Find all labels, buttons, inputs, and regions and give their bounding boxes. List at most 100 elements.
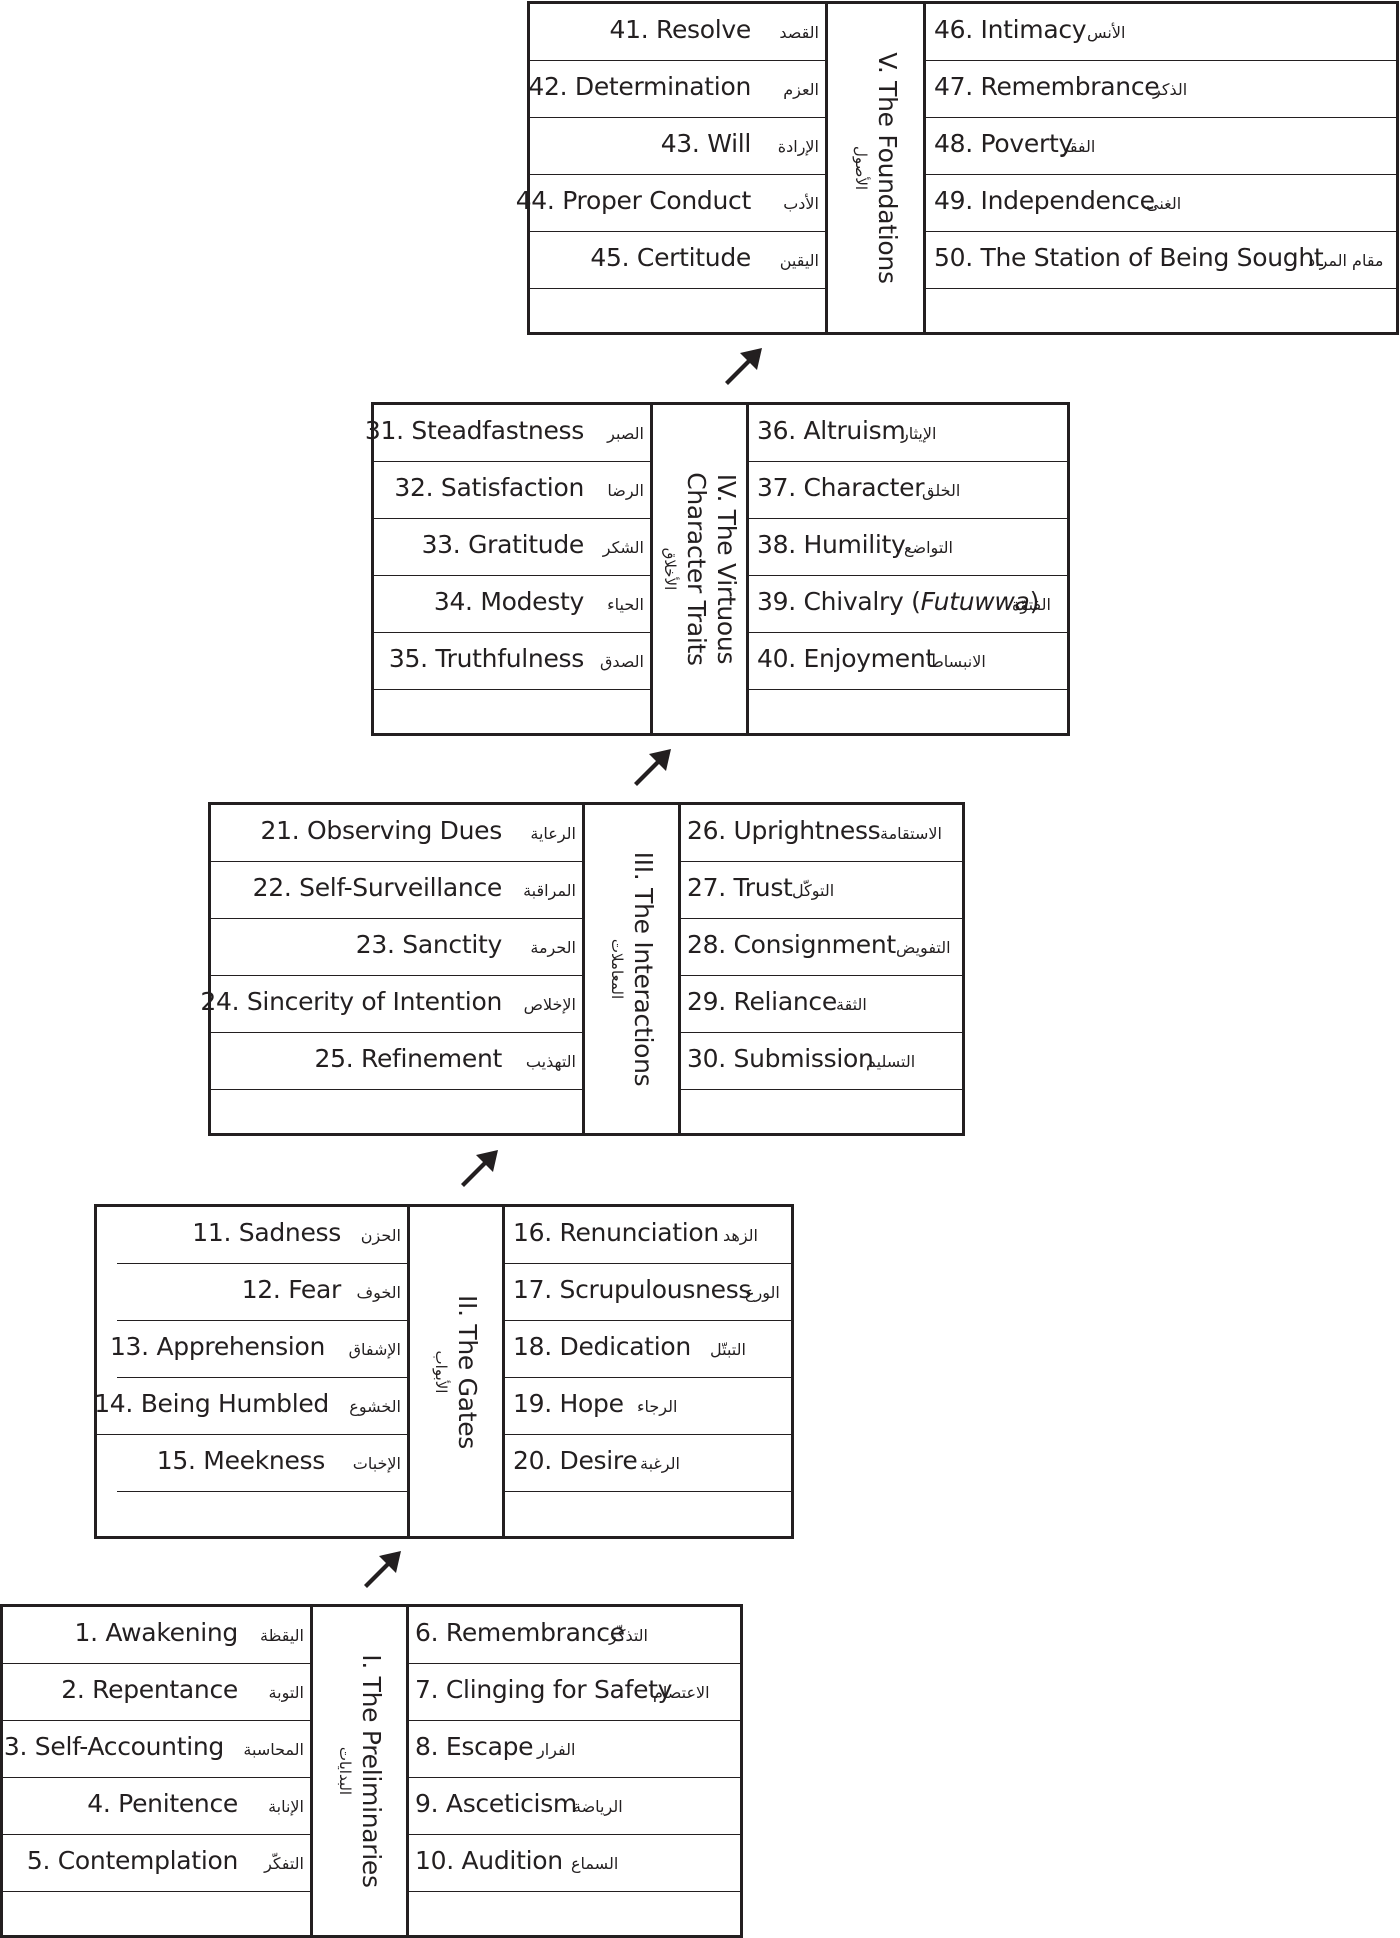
station-name: 25. Refinement bbox=[314, 1044, 503, 1073]
station-row: 45. Certitude اليقين bbox=[530, 232, 825, 289]
station-name: 37. Character bbox=[757, 473, 925, 502]
station-name-arabic: القصد bbox=[779, 23, 819, 42]
station-name: 5. Contemplation bbox=[26, 1846, 238, 1875]
station-name: 34. Modesty bbox=[433, 587, 584, 616]
station-name-arabic: الاستقامة bbox=[880, 824, 942, 843]
stage-title-column: V. The Foundations الأصول bbox=[825, 4, 926, 332]
station-name: 47. Remembrance bbox=[934, 72, 1160, 101]
station-name: 27. Trust bbox=[687, 873, 793, 902]
station-name: 23. Sanctity bbox=[355, 930, 503, 959]
station-name-arabic: التهذيب bbox=[525, 1052, 576, 1071]
station-name: 15. Meekness bbox=[156, 1446, 326, 1475]
station-name: 36. Altruism bbox=[757, 416, 906, 445]
station-name-arabic: الفتوّة bbox=[1012, 595, 1051, 614]
station-name: 4. Penitence bbox=[87, 1789, 238, 1818]
arrow-up-right-icon bbox=[725, 348, 762, 385]
station-name: 16. Renunciation bbox=[513, 1218, 719, 1247]
station-row: 22. Self-Surveillance المراقبة bbox=[211, 862, 582, 919]
station-row: 23. Sanctity الحرمة bbox=[211, 919, 582, 976]
station-name-arabic: التواضع bbox=[904, 538, 953, 557]
station-name: 3. Self-Accounting bbox=[3, 1732, 224, 1761]
station-name-arabic: الإخلاص bbox=[523, 995, 576, 1014]
station-name: 45. Certitude bbox=[590, 243, 751, 272]
stage-title: III. The Interactions bbox=[628, 851, 658, 1087]
station-name-arabic: الصدق bbox=[599, 652, 644, 671]
station-name: 11. Sadness bbox=[192, 1218, 341, 1247]
station-name: 24. Sincerity of Intention bbox=[200, 987, 502, 1016]
station-row: 39. Chivalry (Futuwwa)الفتوّة bbox=[749, 576, 1067, 633]
station-name: 2. Repentance bbox=[61, 1675, 238, 1704]
stage-title-line-2: Character Traits bbox=[681, 472, 711, 666]
stage-title-arabic: المعاملات bbox=[607, 938, 626, 1000]
station-name-arabic: المحاسبة bbox=[243, 1740, 304, 1759]
station-row: 19. Hope الرجاء bbox=[505, 1378, 791, 1435]
station-name: 48. Poverty bbox=[934, 129, 1073, 158]
station-name: 10. Audition bbox=[415, 1846, 563, 1875]
station-name-arabic: الخوف bbox=[356, 1283, 402, 1302]
station-name: 17. Scrupulousness bbox=[513, 1275, 752, 1304]
station-name: 33. Gratitude bbox=[421, 530, 585, 559]
station-name-arabic: المراقبة bbox=[523, 881, 576, 900]
station-name: 50. The Station of Being Sought bbox=[934, 243, 1324, 272]
station-name-arabic: الاعتصام bbox=[653, 1683, 710, 1702]
station-name-arabic: الرياضة bbox=[573, 1797, 623, 1816]
arrow-up-right-icon bbox=[461, 1150, 498, 1187]
station-name-arabic: التفويض bbox=[896, 938, 951, 957]
station-name-arabic: السماع bbox=[571, 1854, 619, 1873]
station-name: 14. Being Humbled bbox=[94, 1389, 329, 1418]
station-name: 30. Submission bbox=[687, 1044, 874, 1073]
station-name-arabic: الانبساط bbox=[929, 652, 986, 671]
station-name-arabic: الخشوع bbox=[349, 1397, 401, 1416]
station-name-arabic: الورع bbox=[745, 1283, 780, 1302]
stage-title: I. The Preliminaries bbox=[356, 1654, 386, 1888]
station-name-arabic: الحرمة bbox=[530, 938, 576, 957]
station-row: 3. Self-Accounting المحاسبة bbox=[3, 1721, 310, 1778]
station-name: 19. Hope bbox=[513, 1389, 624, 1418]
station-name-arabic: الأدب bbox=[783, 194, 819, 213]
stage-title-arabic: الأبواب bbox=[432, 1350, 450, 1393]
station-name: 22. Self-Surveillance bbox=[252, 873, 503, 902]
station-name-arabic: الإرادة bbox=[777, 137, 819, 156]
station-name: 31. Steadfastness bbox=[364, 416, 584, 445]
station-name: 13. Apprehension bbox=[109, 1332, 325, 1361]
station-name-arabic: الرجاء bbox=[637, 1397, 678, 1416]
stage-title-arabic: الأخلاق bbox=[660, 547, 679, 591]
station-name-arabic: اليقين bbox=[779, 251, 819, 270]
station-name: 1. Awakening bbox=[74, 1618, 238, 1647]
station-name-arabic: التسليم bbox=[866, 1052, 916, 1071]
station-name: 49. Independence bbox=[934, 186, 1155, 215]
